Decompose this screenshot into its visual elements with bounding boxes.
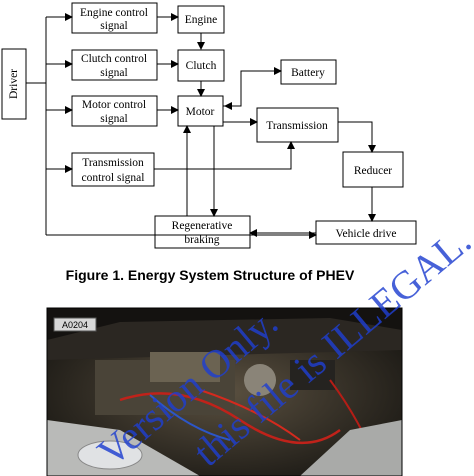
motor-control-label-2: signal: [100, 113, 127, 125]
engine-label: Engine: [185, 14, 218, 26]
engine-control-label-1: Engine control: [80, 7, 148, 19]
transmission-control-box: [71, 152, 155, 187]
engine-control-box: [71, 2, 158, 34]
driver-label: Driver: [8, 69, 20, 99]
transmission-control-label-1: Transmission: [82, 157, 144, 169]
license-plate-text: A0204: [62, 320, 88, 330]
transmission-control-to-transmission: [154, 141, 295, 170]
battery-label: Battery: [291, 67, 325, 79]
photo-border: [46, 307, 403, 476]
engine-box: [177, 5, 225, 34]
hood: [47, 318, 402, 360]
clutch-control-label-2: signal: [100, 67, 127, 79]
energy-system-diagram: [1, 2, 417, 249]
transmission-control-label-2: control signal: [82, 172, 145, 184]
vehicle-drive-box: [315, 220, 417, 245]
engine-control-label-2: signal: [100, 20, 127, 32]
blue-wire: [149, 394, 231, 441]
motor-battery-link: [223, 67, 282, 107]
battery-box: [280, 59, 337, 85]
regenerative-braking-box: [154, 215, 251, 249]
clutch-control-box: [71, 49, 158, 81]
diagram-labels: Driver Engine control signal Clutch cont…: [8, 7, 397, 246]
headlight: [77, 440, 143, 470]
clutch-label: Clutch: [186, 60, 217, 72]
fender: [300, 420, 402, 476]
motor-box: [177, 95, 224, 127]
connectors: [26, 13, 376, 239]
motor-label: Motor: [186, 106, 215, 118]
vehicle-drive-label: Vehicle drive: [336, 228, 397, 240]
figure-caption: Figure 1. Energy System Structure of PHE…: [66, 267, 355, 283]
transmission-to-reducer: [338, 121, 376, 153]
regenerative-braking-label-1: Regenerative: [172, 220, 233, 232]
red-wire-2: [199, 389, 301, 441]
red-wire-1: [119, 392, 341, 445]
reducer-label: Reducer: [354, 165, 392, 177]
regenerative-braking-label-2: braking: [184, 234, 219, 246]
reducer-box: [342, 151, 404, 188]
engine-cover: [150, 352, 220, 382]
transmission-label: Transmission: [266, 120, 328, 132]
battery-unit: [290, 360, 335, 390]
license-plate: [53, 317, 97, 332]
transmission-box: [256, 107, 339, 143]
engine-bay-photo: A0204: [46, 307, 403, 476]
clutch-control-label-1: Clutch control: [81, 53, 147, 65]
clutch-box: [177, 49, 225, 82]
driver-box: [1, 48, 27, 120]
motor-control-label-1: Motor control: [82, 99, 146, 111]
motor-control-box: [71, 95, 158, 127]
air-cleaner: [244, 364, 276, 396]
